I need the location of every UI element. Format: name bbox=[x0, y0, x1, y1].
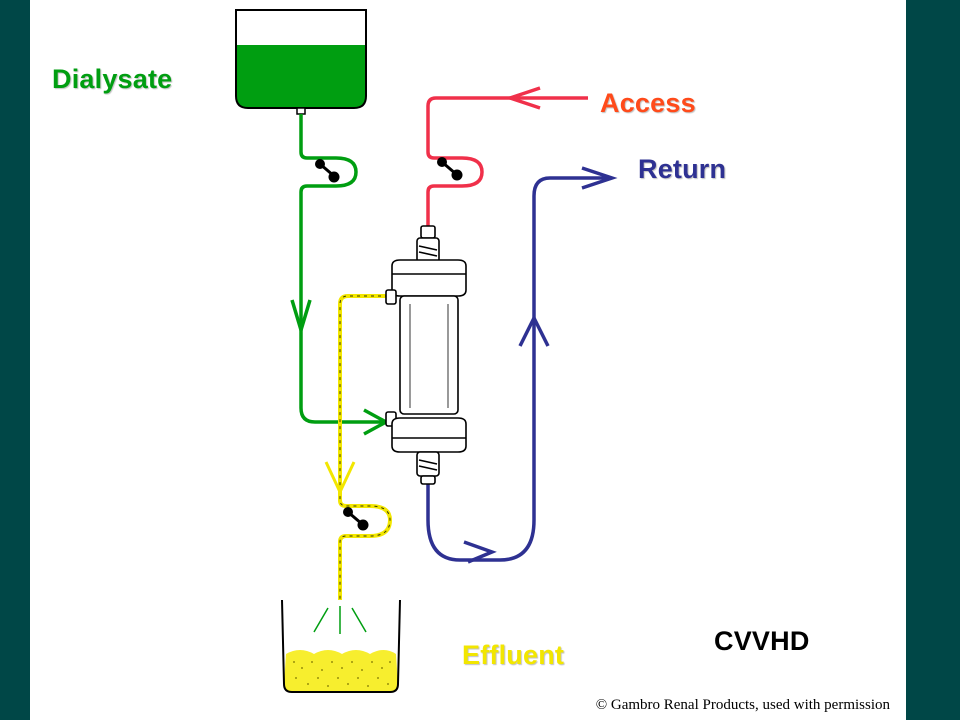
dialysate-pump-icon bbox=[315, 159, 340, 183]
effluent-pump-icon bbox=[343, 507, 369, 531]
permission-credit: © Gambro Renal Products, used with permi… bbox=[595, 697, 890, 713]
effluent-drips bbox=[313, 606, 367, 634]
hemofilter bbox=[385, 225, 467, 485]
effluent-line bbox=[324, 294, 393, 600]
cvvhd-circuit-diagram bbox=[235, 9, 618, 693]
diagram-slide: Dialysate Access Return Effluent CVVHD ©… bbox=[30, 0, 906, 720]
access-pump-icon bbox=[437, 157, 463, 181]
dialysate-bag bbox=[235, 9, 367, 115]
return-label: Return bbox=[638, 154, 727, 184]
effluent-label: Effluent bbox=[462, 640, 565, 670]
access-label: Access bbox=[600, 88, 696, 118]
access-line bbox=[426, 86, 588, 230]
return-line bbox=[426, 166, 618, 564]
effluent-container bbox=[281, 599, 401, 693]
dialysate-label: Dialysate bbox=[52, 64, 173, 94]
mode-label: CVVHD bbox=[714, 626, 810, 656]
